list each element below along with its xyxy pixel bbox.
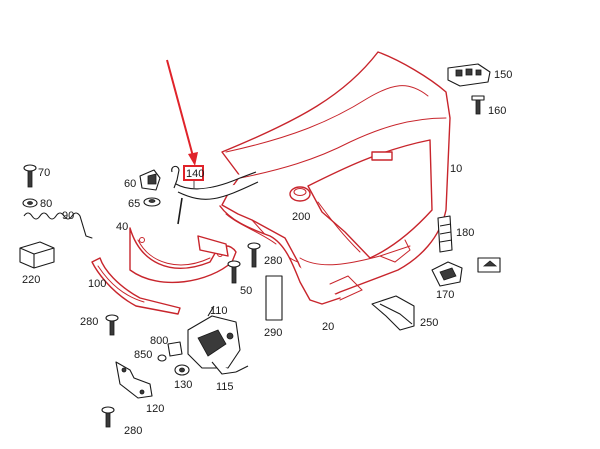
callout-280-bottom: 280 [124, 425, 142, 437]
callout-280-center: 280 [264, 255, 282, 267]
part-65-grommet [143, 197, 161, 207]
callout-120: 120 [146, 403, 164, 415]
part-800-connector [167, 341, 183, 357]
part-60-clip [139, 169, 161, 191]
lower-trim [219, 205, 341, 305]
part-850-clip [157, 354, 167, 362]
callout-90: 90 [62, 210, 74, 222]
callout-180: 180 [456, 227, 474, 239]
callout-140: 140 [186, 168, 204, 180]
part-70-screw [23, 164, 37, 188]
part-250-wedge [371, 295, 415, 331]
callout-290: 290 [264, 327, 282, 339]
part-150-bracket [447, 63, 491, 87]
callout-280-left: 280 [80, 316, 98, 328]
part-50-bolt [227, 260, 241, 284]
part-280-screw-bottom [101, 406, 115, 428]
callout-150: 150 [494, 69, 512, 81]
part-110-lock [187, 305, 241, 369]
part-220-block [19, 241, 55, 269]
callout-110: 110 [210, 305, 228, 317]
part-200-grommet [289, 186, 311, 202]
part-280-screw-left [105, 314, 119, 336]
part-280-screw-center [247, 242, 261, 268]
part-290-strip [265, 275, 283, 321]
callout-130: 130 [174, 379, 192, 391]
callout-80: 80 [40, 198, 52, 210]
callout-115: 115 [216, 381, 234, 393]
callout-160: 160 [488, 105, 506, 117]
callout-60: 60 [124, 178, 136, 190]
part-90-spring [23, 212, 93, 239]
callout-850: 850 [134, 349, 152, 361]
callout-10: 10 [450, 163, 462, 175]
part-40-bracket [129, 227, 237, 284]
part-130-grommet [174, 364, 190, 376]
callout-40: 40 [116, 221, 128, 233]
part-140-cable [171, 165, 259, 225]
part-180-bumper [437, 215, 453, 253]
part-120-bracket [115, 361, 153, 399]
part-100-trim [91, 257, 181, 315]
callout-20: 20 [322, 321, 334, 333]
part-115-rod [211, 361, 249, 375]
highlight-arrow [166, 59, 204, 181]
callout-220: 220 [22, 274, 40, 286]
callout-170: 170 [436, 289, 454, 301]
callout-50: 50 [240, 285, 252, 297]
callout-70: 70 [38, 167, 50, 179]
callout-800: 800 [150, 335, 168, 347]
callout-250: 250 [420, 317, 438, 329]
part-160-screw [471, 95, 485, 115]
callout-200: 200 [292, 211, 310, 223]
callout-65: 65 [128, 198, 140, 210]
trunk-lid [221, 51, 451, 301]
callout-140-highlight [183, 165, 204, 181]
part-170-bracket [431, 257, 501, 287]
callout-labels: 10 20 40 50 60 65 70 80 90 100 110 115 1… [22, 69, 512, 437]
part-80-washer [22, 198, 38, 208]
callout-100: 100 [88, 278, 106, 290]
